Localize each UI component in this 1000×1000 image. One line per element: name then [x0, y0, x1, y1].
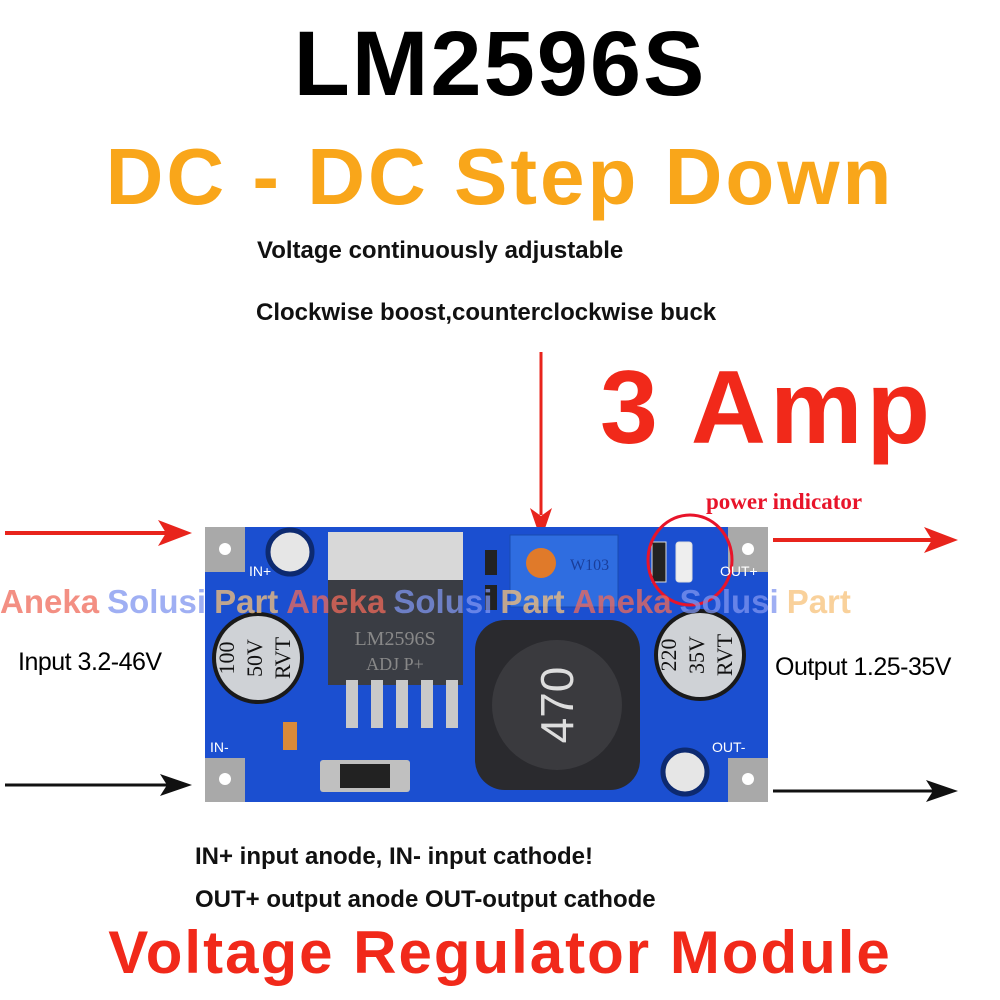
pin-in-plus: IN+: [249, 563, 271, 579]
power-indicator-label: power indicator: [706, 489, 863, 514]
pot-marking: W103: [570, 557, 609, 574]
footer-title: Voltage Regulator Module: [108, 919, 892, 986]
svg-text:50V: 50V: [242, 639, 267, 677]
input-voltage-label: Input 3.2-46V: [18, 648, 162, 676]
svg-text:220: 220: [656, 639, 681, 672]
svg-text:RVT: RVT: [270, 636, 295, 679]
pin-out-minus: OUT-: [712, 739, 746, 755]
feature-adjustable: Voltage continuously adjustable: [257, 237, 624, 264]
output-voltage-label: Output 1.25-35V: [775, 653, 951, 681]
chip-marking-line-2: ADJ P+: [366, 654, 424, 674]
arrow-icon: [773, 527, 958, 553]
product-title: LM2596S: [293, 13, 707, 115]
output-capacitor: 220 35V RVT: [654, 609, 746, 701]
note-input-polarity: IN+ input anode, IN- input cathode!: [195, 843, 593, 870]
potentiometer: [509, 534, 619, 608]
arrow-icon: [5, 774, 192, 796]
svg-text:35V: 35V: [684, 636, 709, 674]
pin-out-plus-label: OUT+: [720, 563, 758, 579]
svg-text:100: 100: [214, 642, 239, 675]
chip-marking: LM2596S: [354, 628, 435, 650]
note-output-polarity: OUT+ output anode OUT-output cathode: [195, 886, 656, 913]
product-subtitle: DC - DC Step Down: [105, 132, 895, 221]
arrow-icon: [773, 780, 958, 802]
inductor-marking: 470: [531, 667, 583, 744]
feature-direction: Clockwise boost,counterclockwise buck: [256, 299, 717, 326]
arrow-icon: [530, 352, 552, 540]
pin-in-minus: IN-: [210, 739, 229, 755]
current-rating: 3 Amp: [600, 350, 934, 466]
power-indicator-circle: [646, 513, 734, 607]
input-capacitor: 100 50V RVT: [212, 612, 304, 704]
arrow-icon: [5, 520, 192, 546]
svg-text:RVT: RVT: [712, 633, 737, 676]
